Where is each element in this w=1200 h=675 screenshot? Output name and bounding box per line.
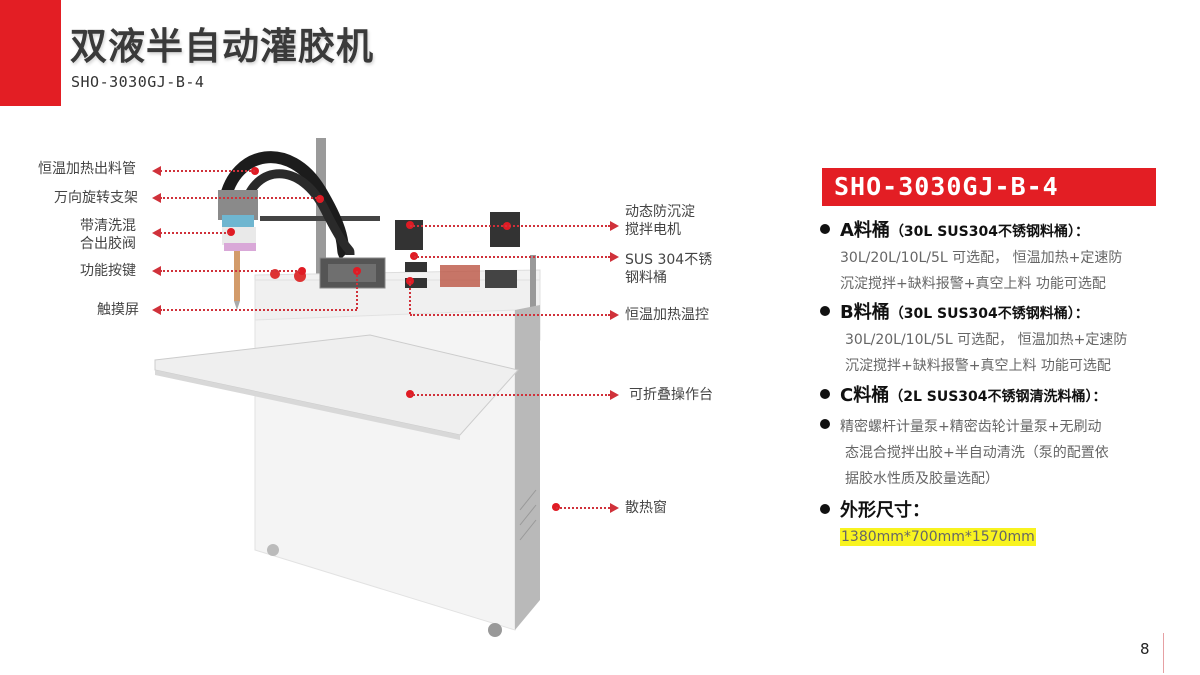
- callout-heated-hose: 恒温加热出料管: [38, 161, 136, 177]
- callout-swivel-bracket: 万向旋转支架: [54, 190, 138, 206]
- accent-bar: [0, 0, 61, 106]
- model-subtitle: SHO-3030GJ-B-4: [71, 73, 205, 91]
- callout-function-keys: 功能按键: [80, 263, 136, 279]
- callout-steel-tank: SUS 304不锈 钢料桶: [625, 252, 713, 286]
- bullet-icon: [820, 389, 830, 399]
- leader-line: [160, 309, 357, 311]
- leader-line: [160, 197, 320, 199]
- page-number: 8: [1140, 640, 1150, 658]
- callout-temperature-control: 恒温加热温控: [625, 307, 709, 323]
- spec-model-banner: SHO-3030GJ-B-4: [822, 168, 1156, 206]
- leader-line: [414, 256, 610, 258]
- leader-line: [410, 394, 610, 396]
- callout-touchscreen: 触摸屏: [97, 302, 139, 318]
- arrow-left-icon: [152, 166, 161, 176]
- machine-illustration: [154, 138, 560, 637]
- arrow-right-icon: [610, 221, 619, 231]
- spec-dimensions: 外形尺寸： 1380mm*700mm*1570mm: [820, 498, 1170, 550]
- leader-line: [409, 281, 411, 314]
- spec-tank-c: C料桶（2L SUS304不锈钢清洗料桶）： 精密螺杆计量泵+精密齿轮计量泵+无…: [820, 383, 1170, 492]
- arrow-right-icon: [610, 390, 619, 400]
- arrow-left-icon: [152, 193, 161, 203]
- arrow-left-icon: [152, 228, 161, 238]
- arrow-left-icon: [152, 266, 161, 276]
- callout-folding-table: 可折叠操作台: [629, 387, 713, 403]
- page-divider: [1163, 633, 1164, 673]
- leader-line: [160, 170, 255, 172]
- callout-mixing-valve: 带清洗混 合出胶阀: [80, 218, 136, 252]
- arrow-right-icon: [610, 503, 619, 513]
- leader-line: [160, 270, 300, 272]
- leader-line: [356, 271, 358, 309]
- leader-line: [410, 314, 610, 316]
- bullet-icon: [820, 504, 830, 514]
- page-title: 双液半自动灌胶机: [70, 25, 374, 68]
- arrow-right-icon: [610, 252, 619, 262]
- bullet-icon: [820, 224, 830, 234]
- leader-line: [556, 507, 610, 509]
- spec-tank-b: B料桶（30L SUS304不锈钢料桶）： 30L/20L/10L/5L 可选配…: [820, 300, 1170, 379]
- dimensions-value: 1380mm*700mm*1570mm: [840, 528, 1036, 546]
- arrow-left-icon: [152, 305, 161, 315]
- spec-tank-a: A料桶（30L SUS304不锈钢料桶）： 30L/20L/10L/5L 可选配…: [820, 218, 1170, 297]
- leader-line: [410, 225, 610, 227]
- arrow-right-icon: [610, 310, 619, 320]
- leader-line: [160, 232, 230, 234]
- bullet-icon: [820, 306, 830, 316]
- callout-cooling-vent: 散热窗: [625, 500, 667, 516]
- bullet-icon: [820, 419, 830, 429]
- callout-stirring-motor: 动态防沉淀 搅拌电机: [625, 204, 695, 238]
